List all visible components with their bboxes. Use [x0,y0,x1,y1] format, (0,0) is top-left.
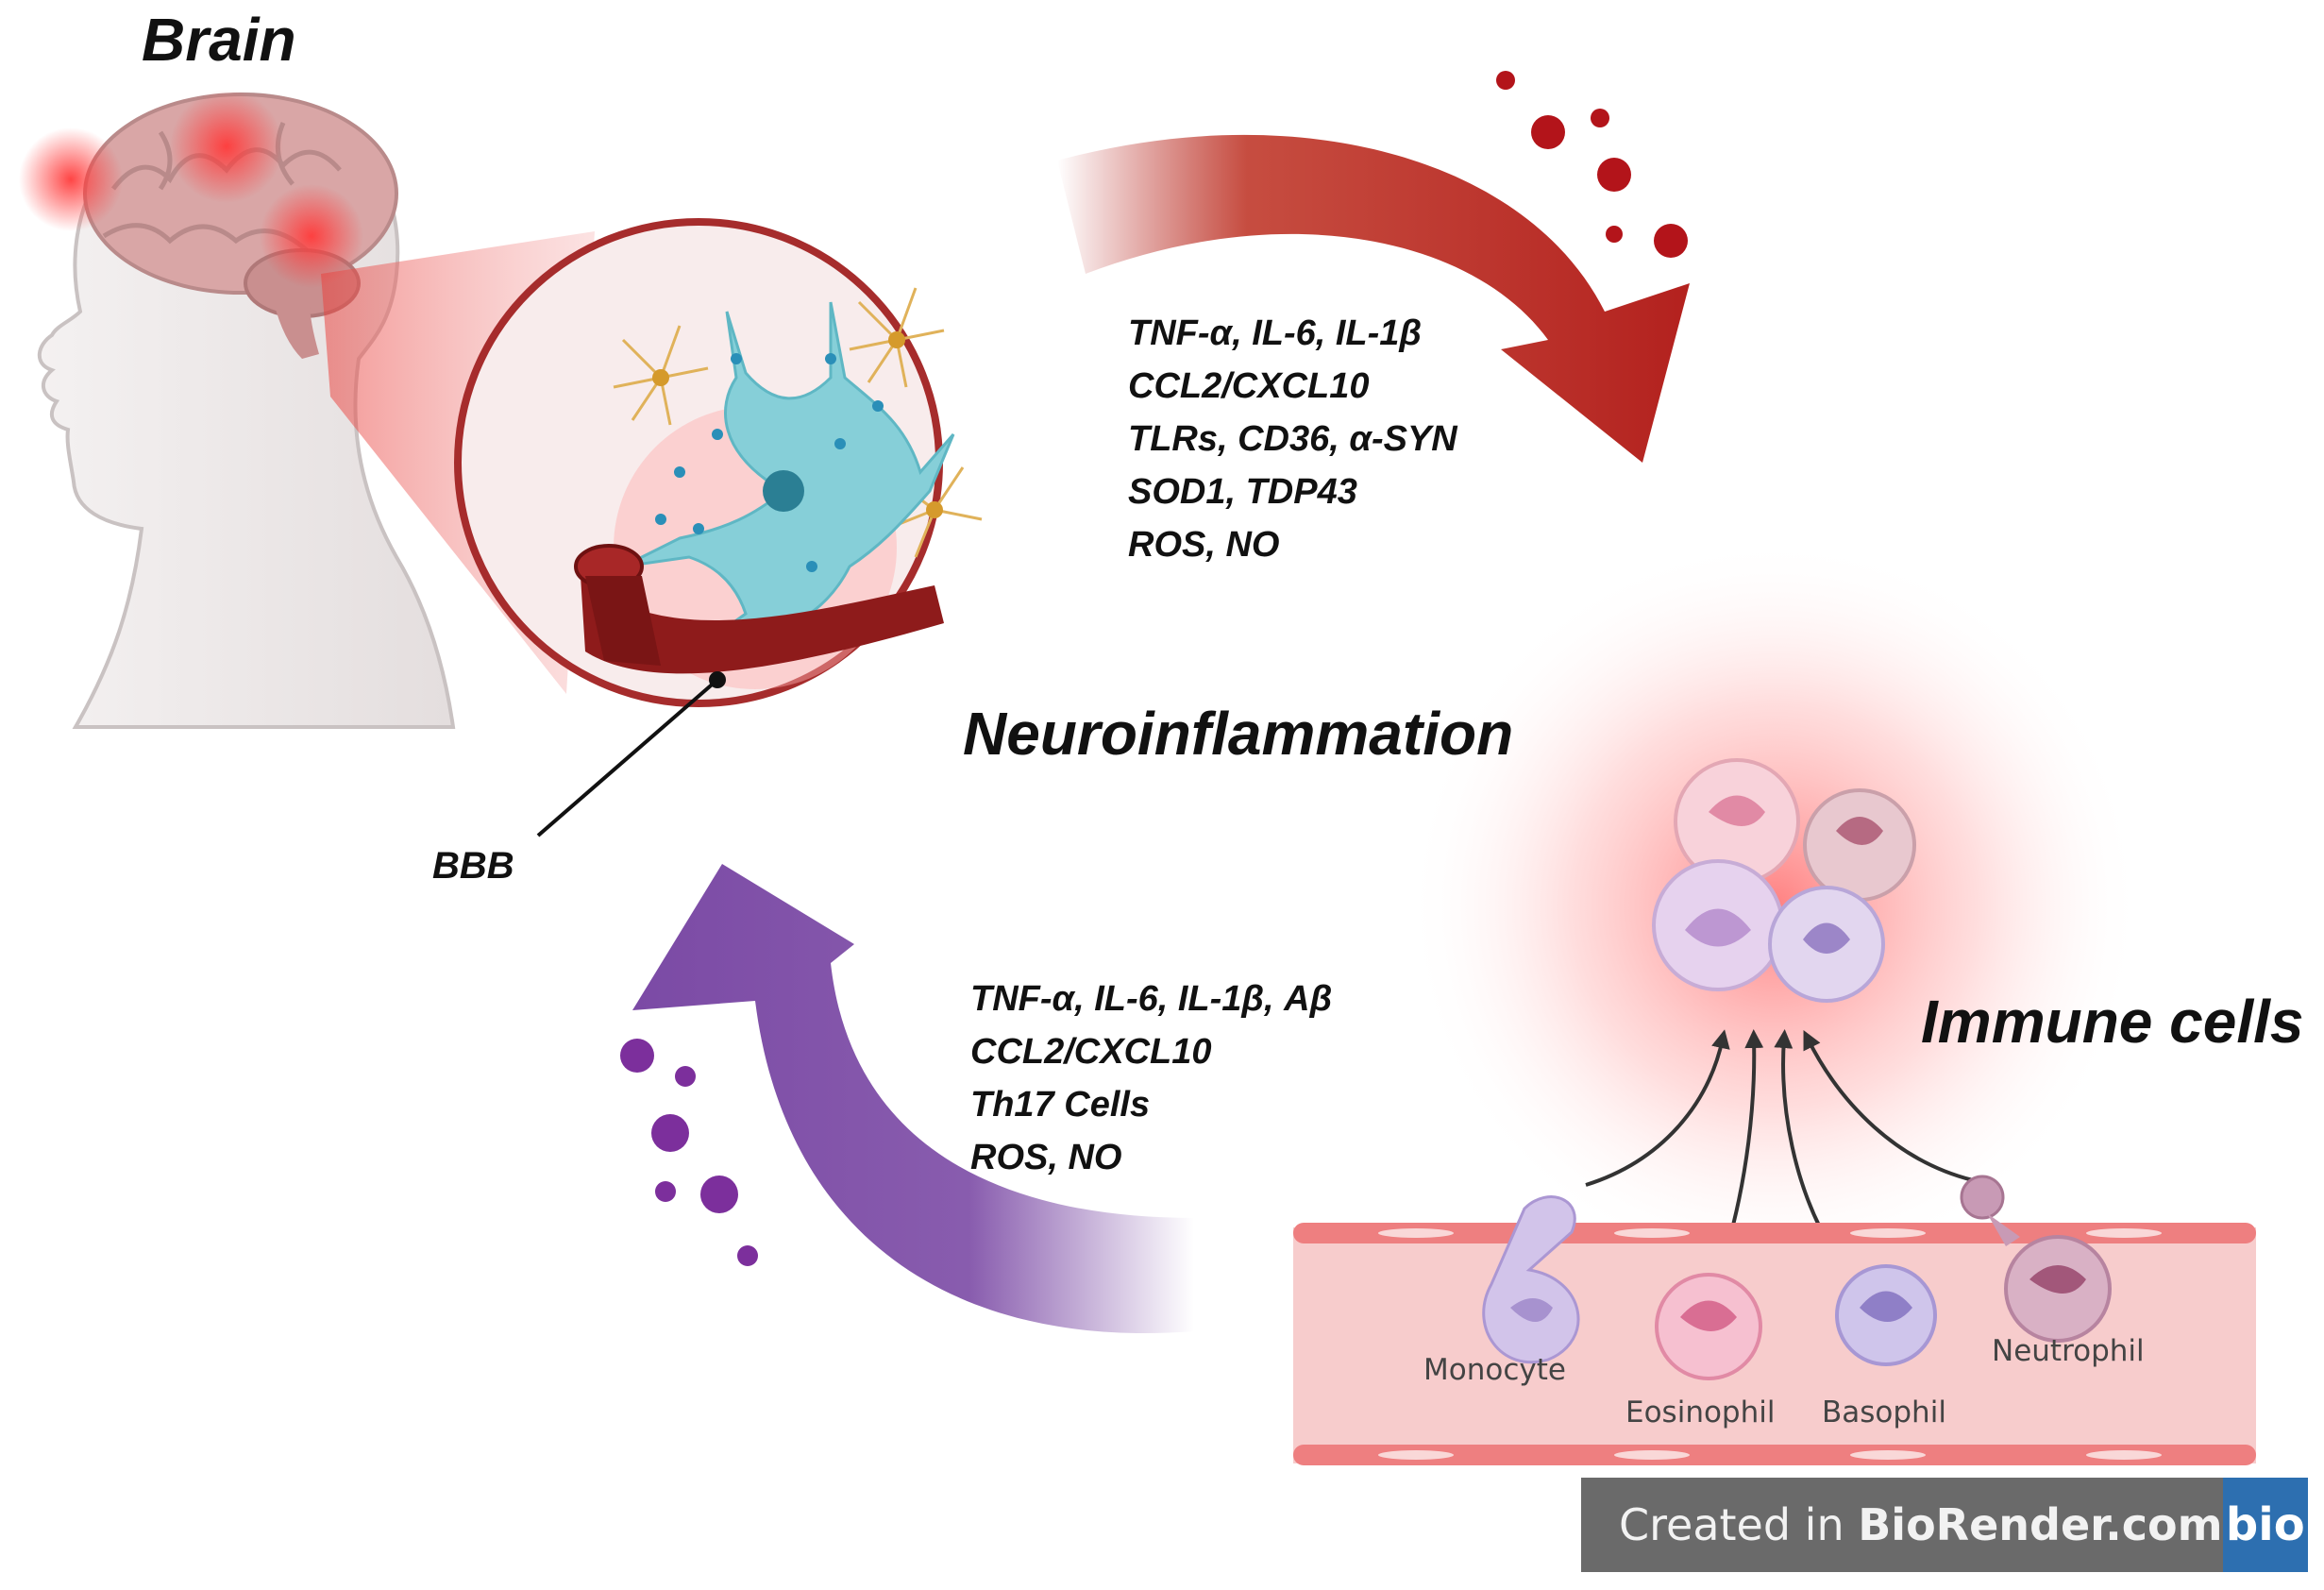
mediator-item: TNF-α, IL-6, IL-1β [1128,313,1423,353]
basophil-label: Basophil [1822,1395,1946,1429]
badge-prefix: Created in [1619,1499,1859,1550]
neuroinflammation-label: Neuroinflammation [963,700,1514,768]
mediator-item: ROS, NO [970,1138,1122,1177]
eosinophil-cell [1655,1273,1762,1380]
biorender-badge[interactable]: Created in BioRender.com bio [1581,1478,2308,1572]
monocyte-cell [1482,1195,1580,1364]
purple-curved-arrow [632,864,1194,1334]
biorender-logo-icon: bio [2222,1478,2308,1572]
mediator-item: SOD1, TDP43 [1128,472,1357,512]
eosinophil-label: Eosinophil [1625,1395,1776,1429]
bbb-label: BBB [432,845,514,887]
monocyte-label: Monocyte [1423,1353,1566,1387]
brain-label: Brain [142,6,296,74]
zoom-circle [454,218,983,707]
mediator-item: CCL2/CXCL10 [970,1032,1212,1072]
inflammation-spot [260,184,363,288]
mediator-item: CCL2/CXCL10 [1128,366,1370,406]
bbb-pointer-dot [709,671,726,688]
top-arrow-mediators: TNF-α, IL-6, IL-1β CCL2/CXCL10 TLRs, CD3… [1128,307,1457,571]
mediator-item: TLRs, CD36, α-SYN [1128,419,1457,459]
bottom-arrow-mediators: TNF-α, IL-6, IL-1β, Aβ CCL2/CXCL10 Th17 … [970,973,1332,1184]
red-curved-arrow [1057,134,1690,464]
badge-text: Created in BioRender.com [1581,1499,2223,1550]
neutrophil-cell [1960,1175,2112,1343]
immune-cell-cluster [1652,758,1916,1003]
immune-cells-label: Immune cells [1921,988,2304,1056]
bbb-pointer-line [536,678,719,837]
inflammation-spot [170,90,283,203]
red-particles [1496,71,1688,258]
mediator-item: TNF-α, IL-6, IL-1β, Aβ [970,979,1333,1019]
basophil-cell [1835,1264,1937,1366]
neutrophil-label: Neutrophil [1992,1334,2145,1368]
mediator-item: ROS, NO [1128,525,1280,565]
badge-brand: BioRender.com [1858,1499,2223,1550]
mediator-item: Th17 Cells [970,1085,1151,1125]
inflammation-spot [19,127,123,231]
purple-particles [620,1039,758,1266]
